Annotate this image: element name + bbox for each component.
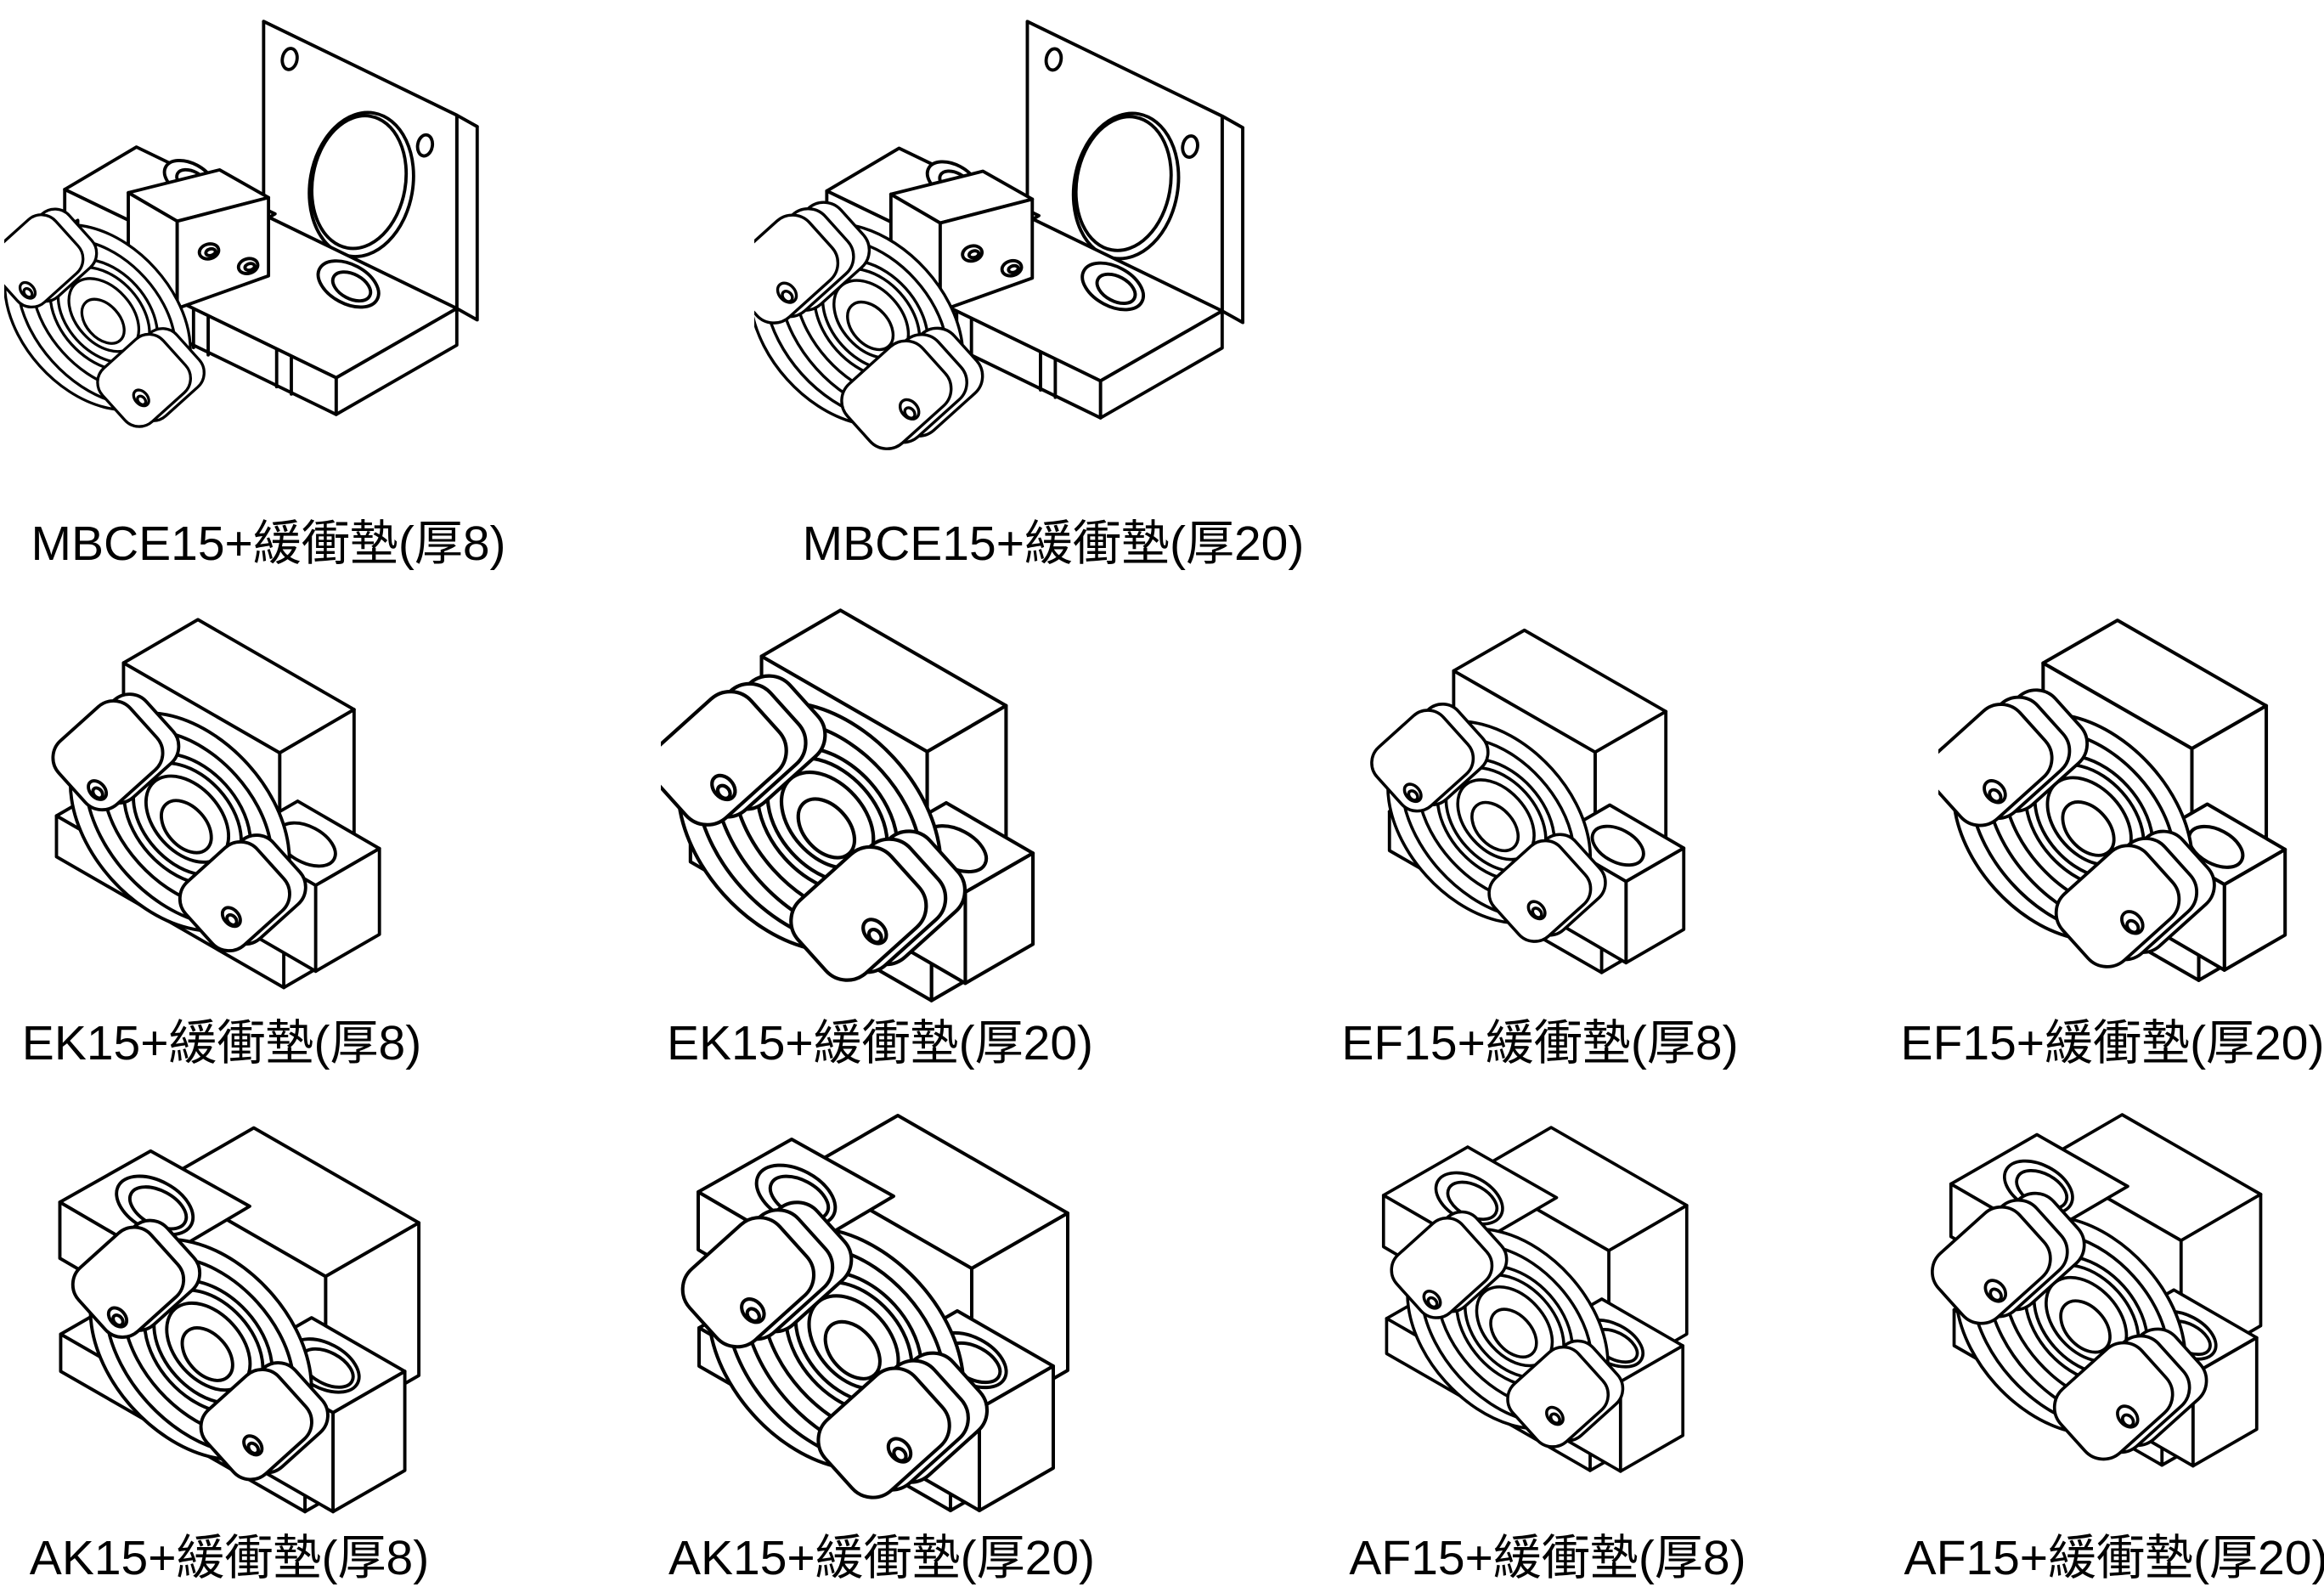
figure-caption: EF15+緩衝墊(厚8) (1341, 1016, 1739, 1070)
ek15-pad20-drawing (661, 595, 1067, 1011)
ef15-pad20-drawing (1938, 603, 2322, 992)
figure-caption: AF15+緩衝墊(厚20) (1904, 1531, 2324, 1585)
mbce15-pad20-drawing (754, 20, 1244, 483)
figure-af15-pad8 (1372, 1114, 1723, 1484)
af15-pad20-drawing (1926, 1113, 2263, 1485)
figure-caption: MBCE15+緩衝墊(厚20) (802, 517, 1305, 571)
figure-ak15-pad20 (656, 1103, 1093, 1521)
figure-ef15-pad8 (1366, 613, 1707, 980)
ak15-pad20-drawing (656, 1114, 1069, 1521)
mbce15-pad8-drawing (4, 20, 479, 458)
figure-af15-pad20 (1926, 1103, 2314, 1485)
ek15-pad8-drawing (32, 618, 381, 990)
figure-caption: AK15+緩衝墊(厚20) (668, 1531, 1096, 1585)
figure-ak15-pad8 (41, 1115, 426, 1522)
figure-mbce15-pad8 (4, 7, 497, 512)
figure-caption: EK15+緩衝墊(厚20) (666, 1016, 1094, 1070)
figure-ek15-pad8 (32, 605, 408, 997)
ak15-pad8-drawing (41, 1126, 421, 1516)
figure-caption: EF15+緩衝墊(厚20) (1900, 1016, 2324, 1070)
figure-caption: AF15+緩衝墊(厚8) (1349, 1531, 1746, 1585)
af15-pad8-drawing (1372, 1126, 1689, 1481)
figure-mbce15-pad20 (754, 7, 1274, 517)
figure-caption: MBCE15+緩衝墊(厚8) (31, 517, 506, 571)
ef15-pad8-drawing (1366, 628, 1686, 975)
figure-ef15-pad20 (1938, 603, 2322, 992)
figure-caption: AK15+緩衝墊(厚8) (29, 1531, 430, 1585)
figure-caption: EK15+緩衝墊(厚8) (21, 1016, 422, 1070)
figure-ek15-pad20 (661, 595, 1067, 1011)
